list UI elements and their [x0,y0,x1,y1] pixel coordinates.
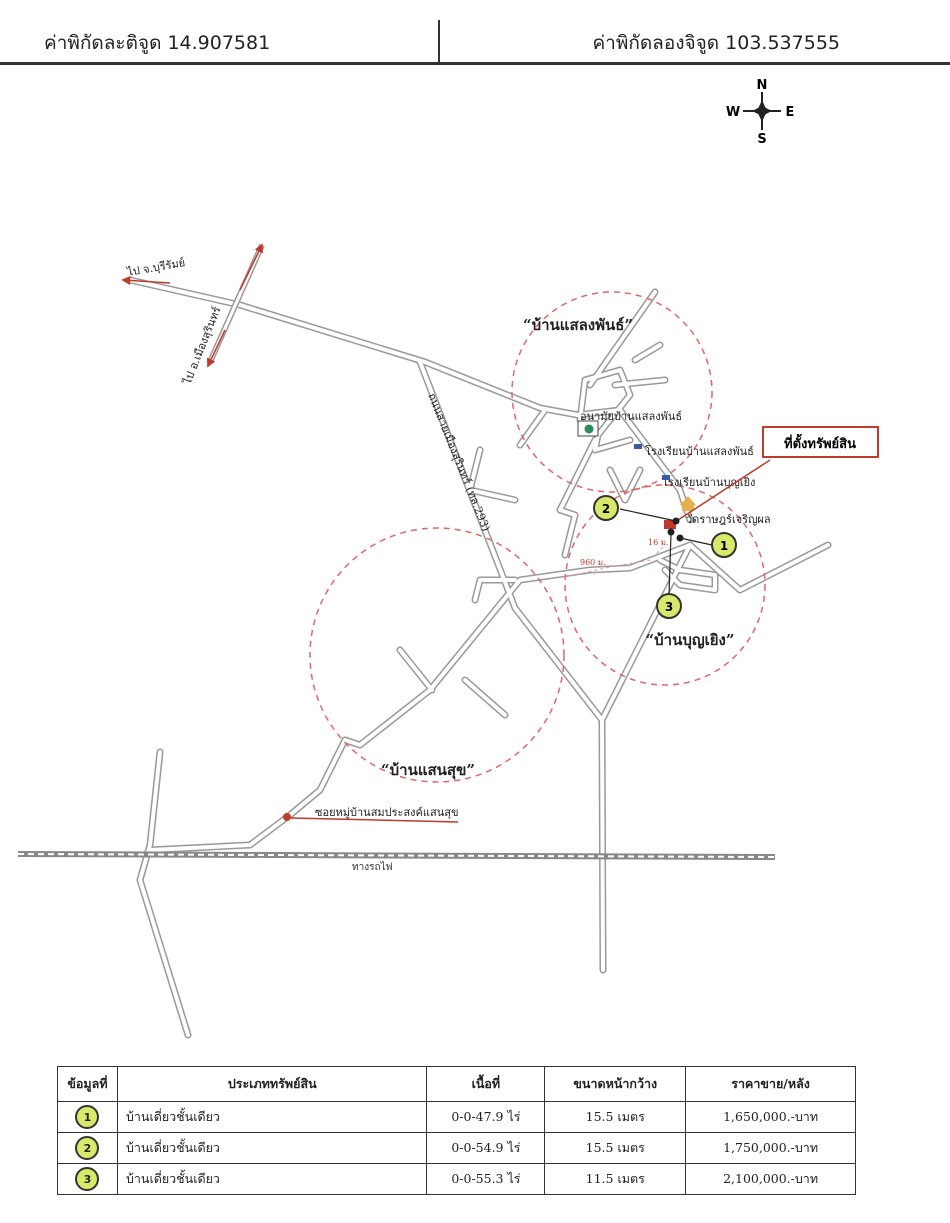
table-row[interactable]: 2 บ้านเดี่ยวชั้นเดียว 0-0-54.9 ไร่ 15.5 … [57,1132,856,1164]
label-school-2: โรงเรียนบ้านบุญเยิง [662,475,755,489]
property-type-cell: บ้านเดี่ยวชั้นเดียว [116,1163,428,1195]
label-village-bunyoeng: “บ้านบุญเยิง” [646,631,735,650]
label-soi: ซอยหมู่บ้านสมประสงค์แสนสุข [315,806,458,819]
soi-pointer-line [290,817,459,823]
railway-line: ทางรถไฟ [17,851,776,873]
label-to-buriram: ไป จ.บุรีรัมย์ [125,256,186,279]
column-header-price: ราคาขาย/หลัง [685,1066,856,1102]
label-health-center: อนามัยบ้านแสลงพันธ์ [580,410,682,423]
compass-e: E [786,105,795,120]
row-number-badge: 2 [75,1136,100,1160]
property-callout[interactable]: ที่ตั้งทรัพย์สิน [762,426,879,458]
longitude-text: ค่าพิกัดลองจิจูด 103.537555 [592,32,840,54]
compass-n: N [757,78,768,93]
property-list-table: ข้อมูลที่ ประเภททรัพย์สิน เนื้อที่ ขนาดห… [57,1066,856,1195]
village-radius-2 [564,484,766,686]
label-school-1: โรงเรียนบ้านแสลงพันธ์ [645,444,754,458]
marker-line-1 [679,537,713,546]
marker-line-3 [668,532,672,597]
label-distance-16: 16 ม. [648,538,669,547]
price-cell: 2,100,000.-บาท [685,1163,856,1195]
frontage-cell: 11.5 เมตร [544,1163,687,1195]
temple-icon [680,496,696,511]
column-header-no: ข้อมูลที่ [57,1066,118,1102]
marker-badge-1[interactable]: 1 [711,532,737,558]
label-distance-960: 960 ม. [580,558,606,567]
marker-badge-2-text: 2 [602,502,610,516]
marker-badge-1-text: 1 [720,539,728,553]
header-divider [438,20,440,62]
table-row[interactable]: 3 บ้านเดี่ยวชั้นเดียว 0-0-55.3 ไร่ 11.5 … [57,1163,856,1195]
health-center-icon [577,420,599,437]
house-point-3[interactable] [667,528,675,536]
area-cell: 0-0-47.9 ไร่ [426,1101,546,1133]
table-row[interactable]: 1 บ้านเดี่ยวชั้นเดียว 0-0-47.9 ไร่ 15.5 … [57,1101,856,1133]
label-village-saensuk: “บ้านแสนสุข” [381,761,475,780]
marker-line-2 [619,508,677,522]
row-number-badge: 3 [75,1167,100,1191]
compass-w: W [726,105,740,120]
price-cell: 1,650,000.-บาท [685,1101,856,1133]
marker-badge-2[interactable]: 2 [593,495,619,521]
frontage-cell: 15.5 เมตร [544,1132,687,1164]
soi-entrance-marker[interactable] [283,813,291,821]
property-callout-line [677,459,771,521]
location-map[interactable]: N S E W [0,64,950,1054]
column-header-area: เนื้อที่ [426,1066,546,1102]
column-header-frontage: ขนาดหน้ากว้าง [544,1066,687,1102]
area-cell: 0-0-55.3 ไร่ [426,1163,546,1195]
price-cell: 1,750,000.-บาท [685,1132,856,1164]
village-radius-3 [309,527,565,783]
coordinate-header: ค่าพิกัดละติจูด 14.907581 ค่าพิกัดลองจิจ… [0,0,950,65]
cross-road-arrows [121,243,265,368]
column-header-type: ประเภททรัพย์สิน [116,1066,428,1102]
compass-rose-icon: N S E W [726,78,795,147]
school-flag-icon-2 [662,475,670,480]
property-type-cell: บ้านเดี่ยวชั้นเดียว [116,1132,428,1164]
row-number-cell: 3 [57,1163,118,1195]
house-point-1[interactable] [676,534,684,542]
area-cell: 0-0-54.9 ไร่ [426,1132,546,1164]
railway-label: ทางรถไฟ [352,861,393,873]
latitude-text: ค่าพิกัดละติจูด 14.907581 [44,32,271,54]
label-main-road: ถนนสายเมืองสุรินทร์ (ทล.293) [425,391,492,533]
row-number-cell: 1 [57,1101,118,1133]
village-radius-1 [511,291,713,493]
marker-badge-3[interactable]: 3 [656,593,682,619]
property-location-marker[interactable] [664,520,676,529]
marker-badge-3-text: 3 [665,600,673,614]
school-flag-icon-1 [634,444,642,449]
distance-path [564,544,666,578]
property-label: ที่ตั้งทรัพย์สิน [784,433,856,452]
property-type-cell: บ้านเดี่ยวชั้นเดียว [116,1101,428,1133]
row-number-cell: 2 [57,1132,118,1164]
house-point-2[interactable] [672,517,680,525]
frontage-cell: 15.5 เมตร [544,1101,687,1133]
road-network [126,276,832,1039]
compass-s: S [757,132,766,147]
label-temple: วัดราษฎร์เจริญผล [686,513,771,526]
label-village-saelaengphan: “บ้านแสลงพันธ์” [523,316,633,334]
table-header-row: ข้อมูลที่ ประเภททรัพย์สิน เนื้อที่ ขนาดห… [57,1066,856,1102]
row-number-badge: 1 [75,1105,100,1129]
